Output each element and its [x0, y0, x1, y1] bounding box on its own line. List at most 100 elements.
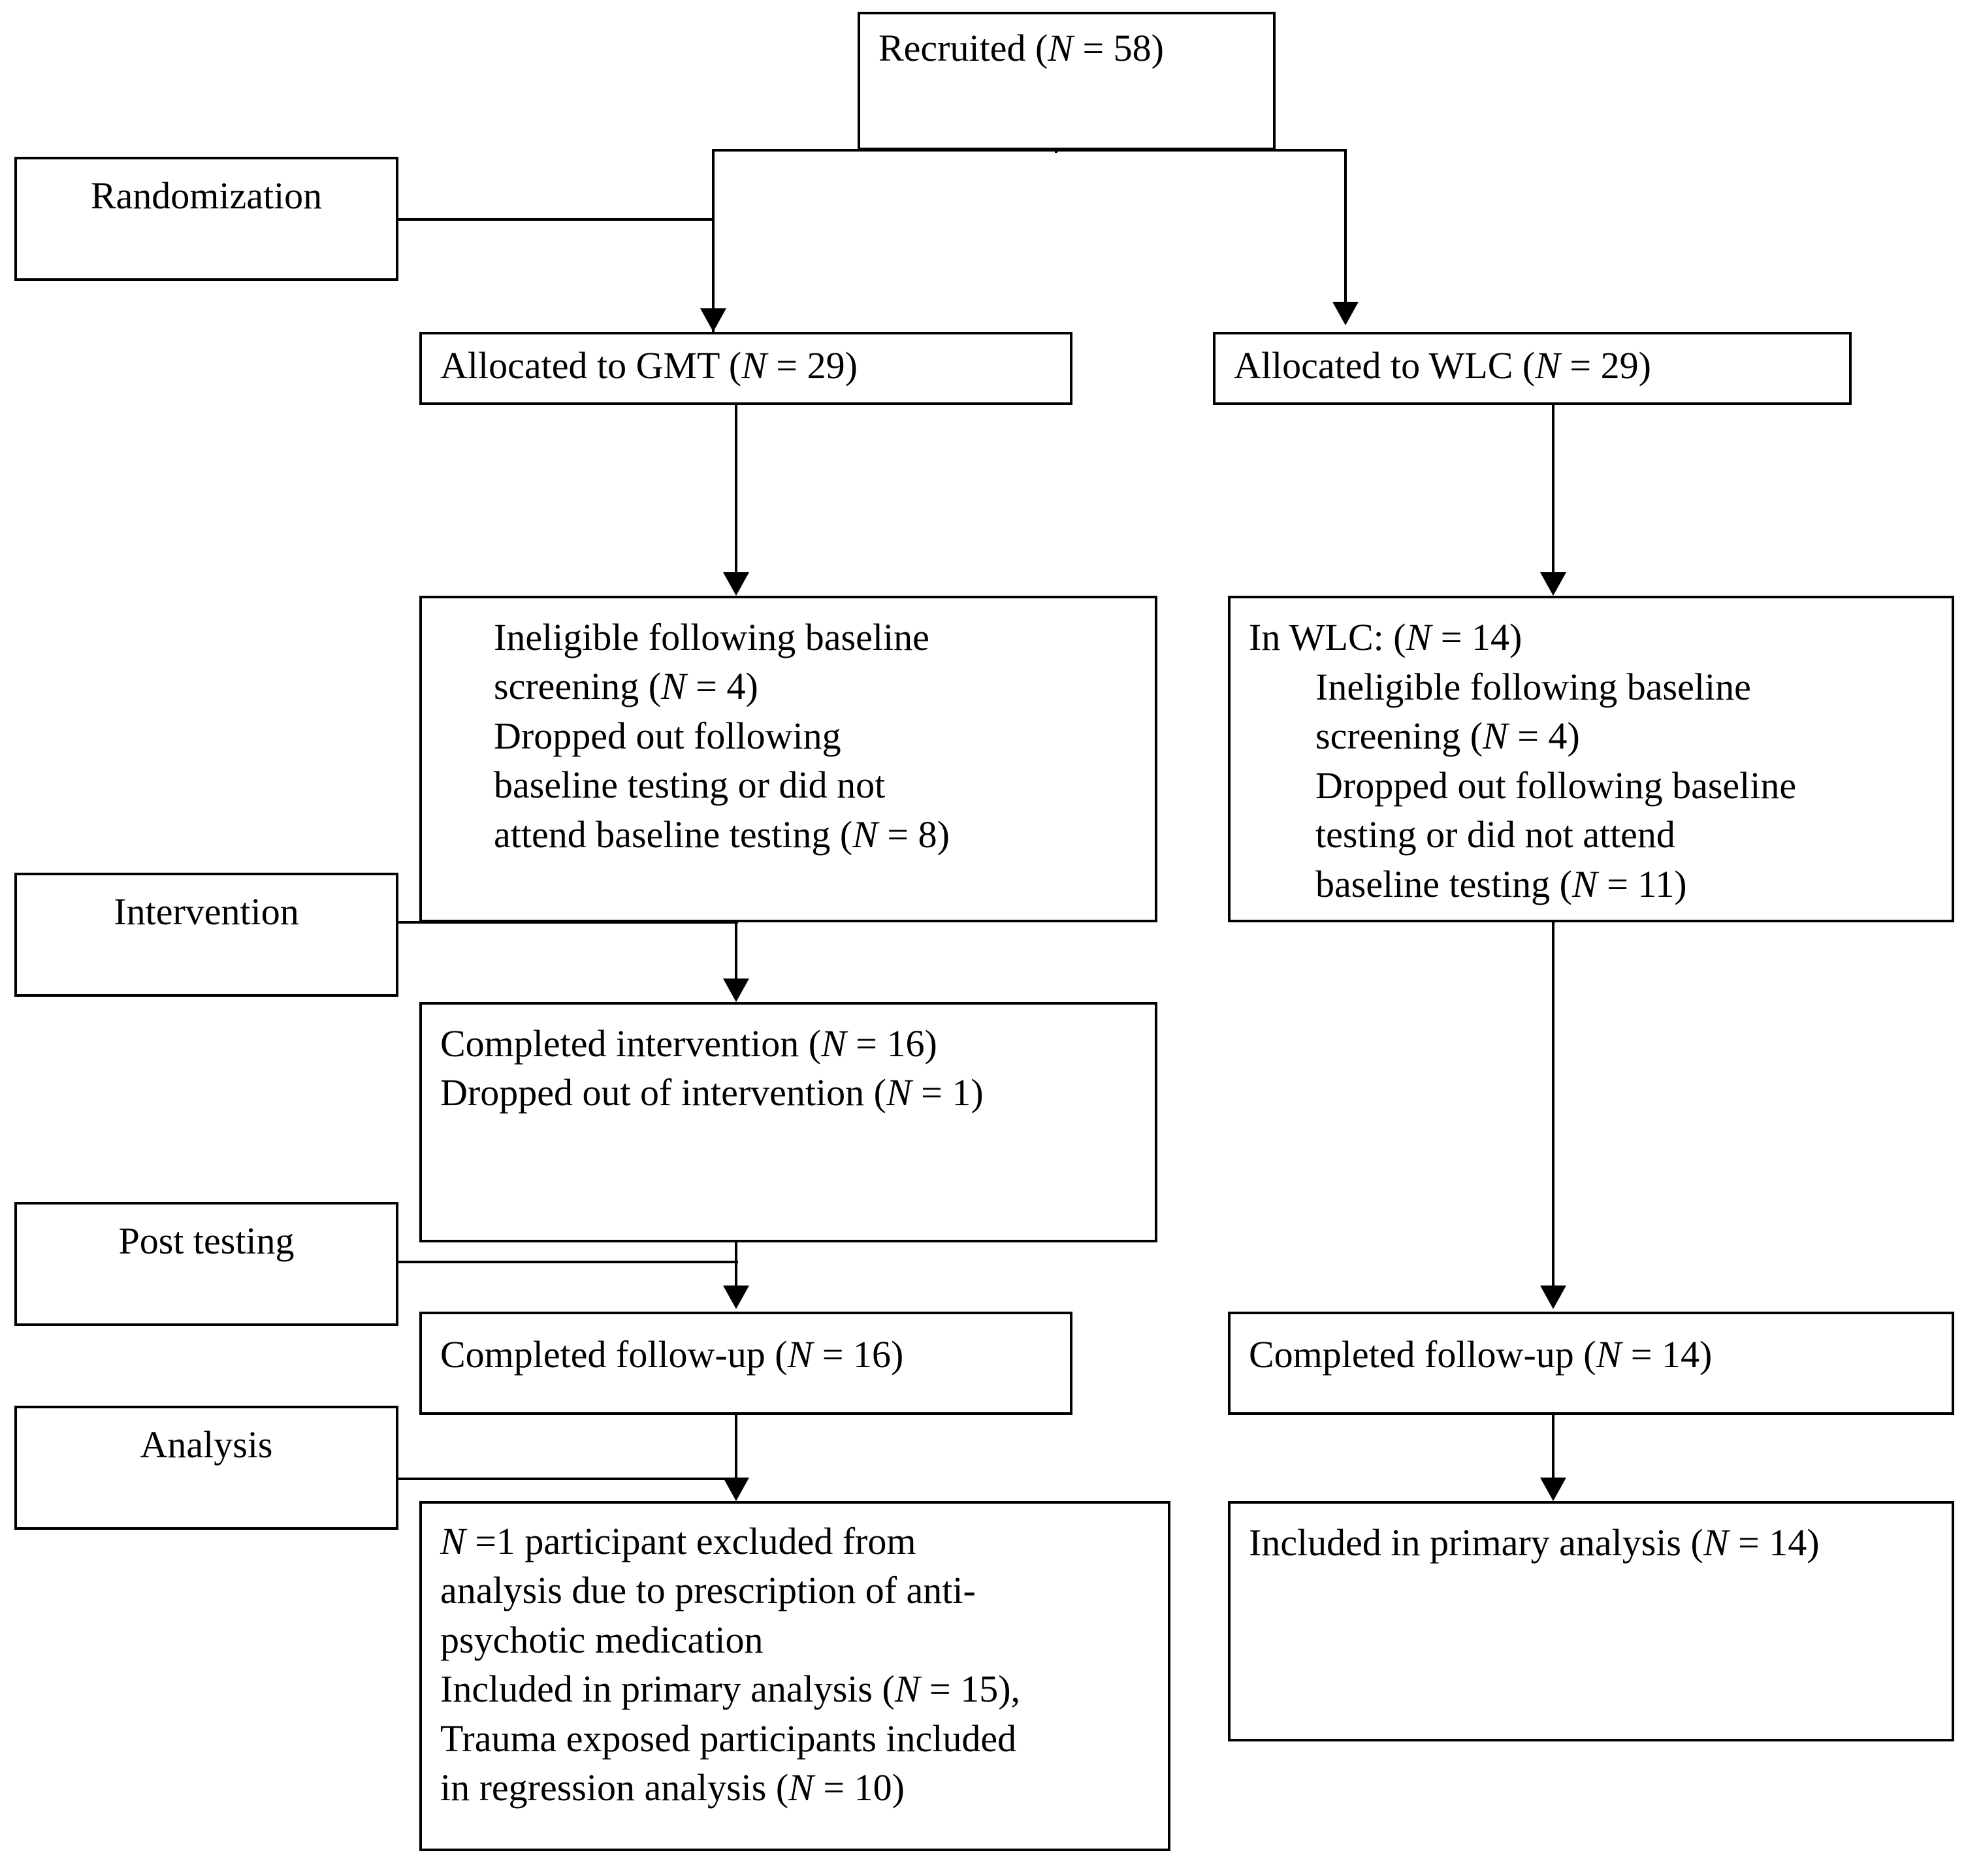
- connector-intervention-link: [398, 921, 738, 924]
- gmt-excluded-line3: Dropped out following: [494, 714, 841, 757]
- gmt-intervention-box: Completed intervention (N = 16)Dropped o…: [419, 1002, 1157, 1242]
- gmt-excluded-line1: Ineligible following baseline: [494, 616, 929, 658]
- gmt-excluded-line2-n: N: [661, 665, 686, 708]
- gmt-analysis-line4-b: = 15),: [920, 1668, 1021, 1711]
- stage-label-analysis: Analysis: [14, 1406, 398, 1530]
- wlc-followup-text-n: N: [1596, 1333, 1622, 1376]
- wlc-excluded-line5-a: baseline testing (: [1315, 862, 1573, 905]
- gmt-followup-box: Completed follow-up (N = 16): [419, 1312, 1072, 1415]
- gmt-analysis-line3: psychotic medication: [440, 1618, 764, 1661]
- wlc-analysis-box: Included in primary analysis (N = 14): [1228, 1501, 1954, 1741]
- wlc-followup-text-b: = 14): [1621, 1333, 1713, 1376]
- arrowhead-wlc-excluded: [1540, 572, 1566, 596]
- gmt-allocated-box: Allocated to GMT (N = 29): [419, 332, 1072, 405]
- stage-label-post-testing: Post testing: [14, 1202, 398, 1326]
- gmt-excluded-line2-b: = 4): [686, 665, 758, 708]
- stage-label-analysis-text: Analysis: [140, 1423, 273, 1466]
- wlc-followup-text-a: Completed follow-up (: [1249, 1333, 1596, 1376]
- gmt-allocated-text-n: N: [741, 344, 767, 387]
- connector-gmt-intervention-to-followup: [735, 1242, 737, 1288]
- gmt-followup-text-b: = 16): [813, 1333, 904, 1376]
- connector-wlc-allocated-to-excluded: [1552, 405, 1554, 574]
- gmt-analysis-line5: Trauma exposed participants included: [440, 1717, 1017, 1760]
- gmt-analysis-line4-a: Included in primary analysis (: [440, 1668, 895, 1711]
- stage-label-randomization-text: Randomization: [90, 174, 323, 217]
- gmt-allocated-text-b: = 29): [766, 344, 858, 387]
- gmt-intervention-line2-a: Dropped out of intervention (: [440, 1071, 886, 1114]
- arrowhead-gmt-excluded: [723, 572, 749, 596]
- wlc-excluded-text: In WLC: (N = 14): [1249, 613, 1941, 662]
- wlc-followup-text: Completed follow-up (N = 14): [1249, 1330, 1935, 1379]
- wlc-excluded-line2-n: N: [1483, 715, 1508, 758]
- stage-label-post-testing-text: Post testing: [118, 1220, 295, 1262]
- gmt-analysis-line6-a: in regression analysis (: [440, 1766, 789, 1809]
- arrowhead-gmt-followup: [723, 1286, 749, 1309]
- wlc-excluded-line5-b: = 11): [1597, 862, 1687, 905]
- wlc-excluded-head-a: In WLC: (: [1249, 616, 1406, 658]
- wlc-excluded-line1: Ineligible following baseline: [1315, 666, 1751, 708]
- wlc-excluded-head-b: = 14): [1431, 616, 1522, 658]
- recruited-text-n: N: [1048, 27, 1073, 69]
- wlc-excluded-head-n: N: [1406, 616, 1432, 658]
- wlc-excluded-line5-n: N: [1572, 862, 1598, 905]
- gmt-intervention-line1-a: Completed intervention (: [440, 1022, 822, 1065]
- wlc-excluded-detail-text: Ineligible following baseline screening (…: [1315, 662, 1942, 909]
- wlc-analysis-text: Included in primary analysis (N = 14): [1249, 1518, 1935, 1567]
- wlc-analysis-text-b: = 14): [1728, 1521, 1820, 1564]
- gmt-followup-text: Completed follow-up (N = 16): [440, 1330, 1054, 1379]
- gmt-analysis-line6-n: N: [788, 1766, 814, 1809]
- gmt-intervention-line2-b: = 1): [911, 1071, 984, 1114]
- wlc-excluded-line4: testing or did not attend: [1315, 813, 1675, 856]
- gmt-allocated-text: Allocated to GMT (N = 29): [440, 341, 1054, 390]
- wlc-excluded-line2-a: screening (: [1315, 715, 1483, 758]
- gmt-excluded-line5-a: attend baseline testing (: [494, 813, 853, 856]
- recruited-text-b: = 58): [1072, 27, 1164, 69]
- connector-recruited-stem: [1055, 150, 1057, 153]
- stage-label-intervention: Intervention: [14, 873, 398, 997]
- wlc-excluded-box: In WLC: (N = 14) Ineligible following ba…: [1228, 596, 1954, 922]
- arrowhead-to-wlc-allocated: [1332, 302, 1359, 325]
- wlc-allocated-text-a: Allocated to WLC (: [1234, 344, 1536, 387]
- gmt-excluded-line5-b: = 8): [877, 813, 950, 856]
- arrowhead-wlc-analysis: [1540, 1478, 1566, 1501]
- wlc-allocated-box: Allocated to WLC (N = 29): [1213, 332, 1852, 405]
- wlc-analysis-text-a: Included in primary analysis (: [1249, 1521, 1703, 1564]
- connector-gmt-excluded-to-intervention: [735, 922, 737, 988]
- stage-label-intervention-text: Intervention: [114, 890, 299, 933]
- arrowhead-to-gmt-allocated: [700, 308, 726, 332]
- recruited-text: Recruited (N = 58): [878, 24, 1270, 73]
- connector-split-left-down: [712, 149, 715, 332]
- recruited-box: Recruited (N = 58): [858, 12, 1276, 150]
- gmt-intervention-line2-n: N: [886, 1071, 912, 1114]
- wlc-followup-box: Completed follow-up (N = 14): [1228, 1312, 1954, 1415]
- wlc-excluded-line3: Dropped out following baseline: [1315, 764, 1797, 807]
- wlc-allocated-text: Allocated to WLC (N = 29): [1234, 341, 1835, 390]
- connector-wlc-excluded-to-followup: [1552, 922, 1554, 1288]
- gmt-excluded-line4: baseline testing or did not: [494, 764, 886, 807]
- gmt-intervention-line1-b: = 16): [846, 1022, 937, 1065]
- connector-analysis-link: [398, 1478, 738, 1480]
- arrowhead-gmt-analysis: [723, 1478, 749, 1501]
- gmt-analysis-line6-b: = 10): [813, 1766, 905, 1809]
- connector-gmt-allocated-to-excluded: [735, 405, 737, 574]
- connector-wlc-followup-to-analysis: [1552, 1415, 1554, 1483]
- wlc-allocated-text-n: N: [1535, 344, 1560, 387]
- connector-randomization-link: [398, 218, 713, 221]
- wlc-analysis-text-n: N: [1703, 1521, 1729, 1564]
- connector-post-testing-link: [398, 1261, 738, 1263]
- stage-label-randomization: Randomization: [14, 157, 398, 281]
- gmt-intervention-line1-n: N: [821, 1022, 846, 1065]
- arrowhead-gmt-intervention: [723, 978, 749, 1002]
- connector-split-right-down: [1344, 149, 1347, 320]
- gmt-followup-text-n: N: [787, 1333, 813, 1376]
- gmt-analysis-line1-a: =1 participant excluded from: [465, 1520, 916, 1562]
- connector-split-horizontal: [712, 149, 1347, 152]
- connector-gmt-followup-to-analysis: [735, 1415, 737, 1483]
- gmt-followup-text-a: Completed follow-up (: [440, 1333, 788, 1376]
- recruited-text-a: Recruited (: [878, 27, 1048, 69]
